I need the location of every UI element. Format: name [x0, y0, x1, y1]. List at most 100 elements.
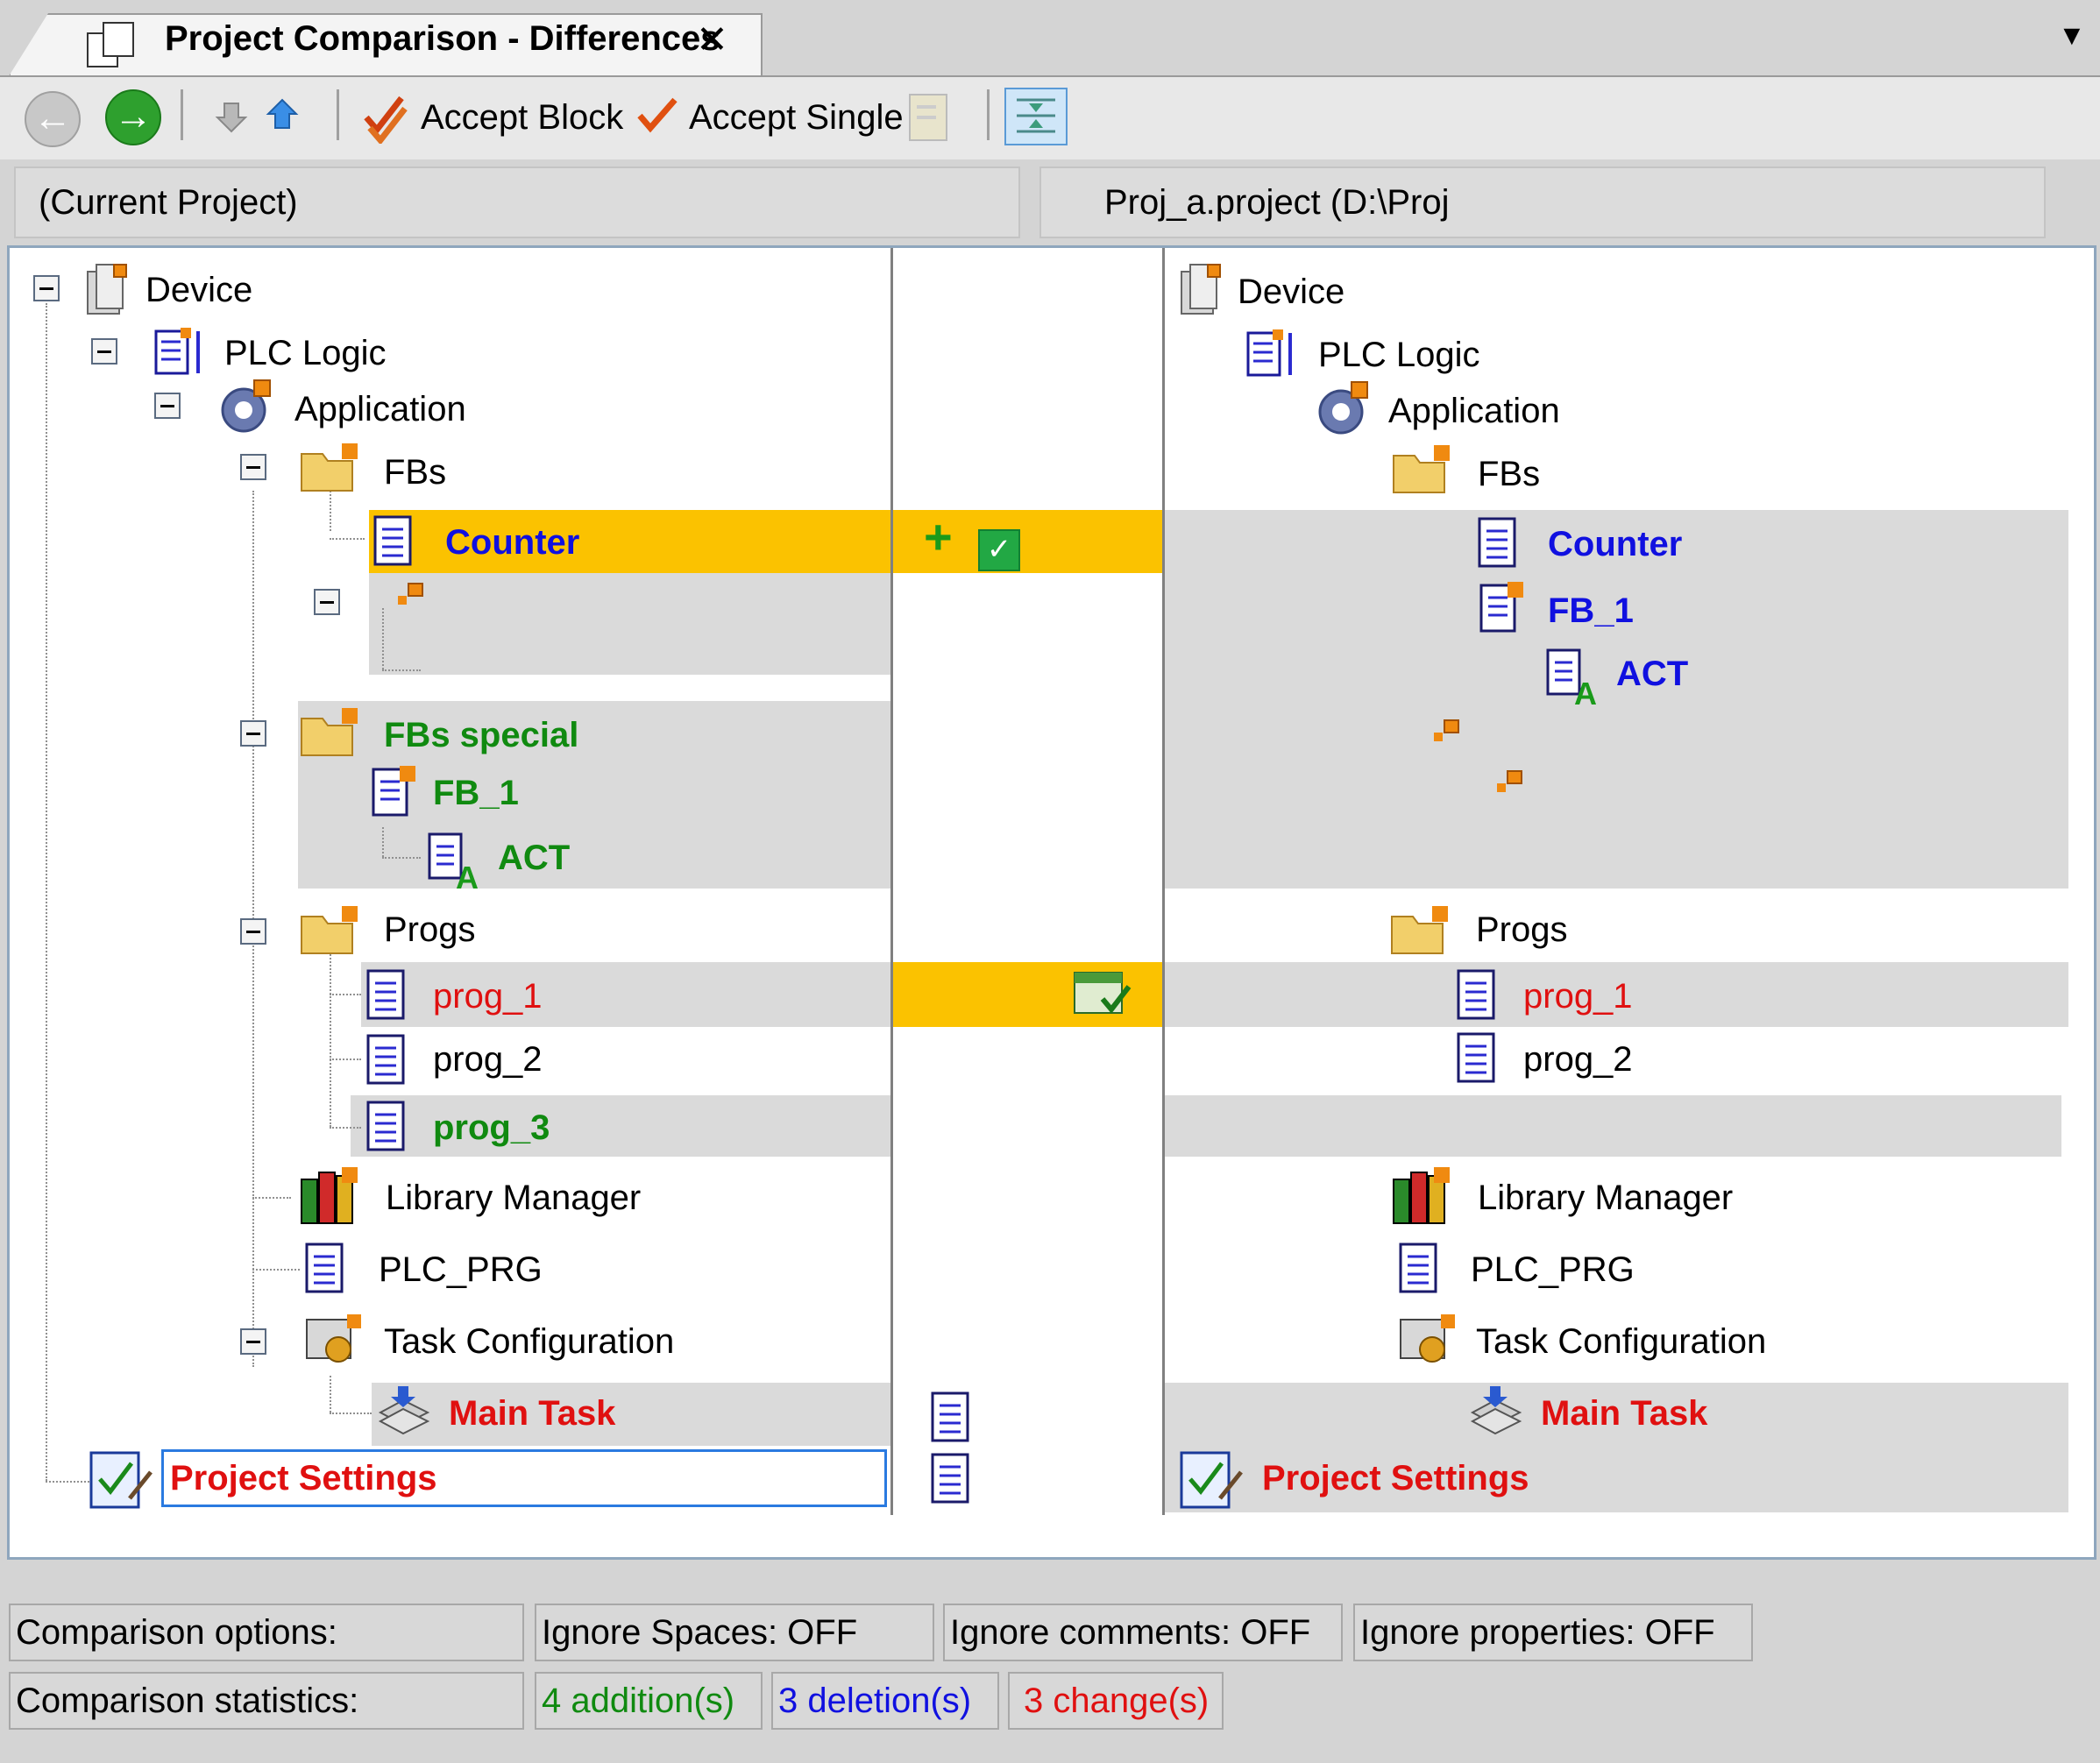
right-tree-item-progs[interactable]: Progs	[1476, 910, 1568, 949]
collapse-toggle[interactable]	[240, 918, 266, 945]
task-configuration-icon	[1400, 1314, 1455, 1363]
tree-item-prog-2[interactable]: prog_2	[433, 1040, 543, 1079]
program-document-icon	[366, 969, 405, 1020]
right-tree-item-application[interactable]: Application	[1388, 392, 1560, 430]
accept-block-icon[interactable]	[363, 91, 412, 144]
diff-document-icon[interactable]	[929, 1451, 975, 1505]
program-document-icon	[366, 1101, 405, 1151]
tree-item-task-configuration[interactable]: Task Configuration	[384, 1322, 675, 1361]
middle-right-divider	[1162, 248, 1165, 1515]
tab-title: Project Comparison - Differences	[165, 19, 720, 58]
unify-icon[interactable]	[906, 91, 962, 144]
tree-item-prog-3[interactable]: prog_3	[433, 1108, 550, 1147]
pou-document-icon	[1478, 517, 1516, 568]
collapse-toggle[interactable]	[240, 720, 266, 747]
tree-connector	[252, 1197, 291, 1199]
tree-item-fb-1[interactable]: FB_1	[433, 774, 519, 812]
collapse-toggle[interactable]	[240, 454, 266, 480]
right-tree-item-prog-2[interactable]: prog_2	[1523, 1040, 1633, 1079]
prev-diff-icon[interactable]	[265, 96, 300, 131]
application-gear-icon	[221, 379, 271, 433]
right-tree-item-counter[interactable]: Counter	[1548, 525, 1683, 563]
placeholder-node-icon	[1434, 719, 1459, 741]
tree-item-project-settings[interactable]: Project Settings	[170, 1459, 437, 1497]
library-books-icon	[1393, 1167, 1450, 1224]
ignore-comments-option[interactable]: Ignore comments: OFF	[943, 1604, 1343, 1661]
plc-logic-icon	[154, 328, 200, 375]
tree-item-progs[interactable]: Progs	[384, 910, 476, 949]
right-tree-item-act[interactable]: ACT	[1616, 655, 1689, 693]
diff-document-icon[interactable]	[929, 1390, 975, 1444]
accept-checkbox[interactable]: ✓	[978, 529, 1020, 571]
back-icon[interactable]: ←	[25, 91, 81, 147]
right-tree-item-library-manager[interactable]: Library Manager	[1478, 1179, 1734, 1217]
right-tree-item-main-task[interactable]: Main Task	[1541, 1394, 1708, 1433]
tree-item-plc-logic[interactable]: PLC Logic	[224, 334, 387, 372]
accept-block-button[interactable]: Accept Block	[421, 98, 624, 137]
tree-connector	[382, 857, 421, 859]
program-document-icon	[366, 1034, 405, 1085]
function-block-icon	[1479, 582, 1523, 633]
sync-icon[interactable]	[1004, 88, 1068, 145]
tree-item-act[interactable]: ACT	[498, 839, 571, 877]
right-tree-item-project-settings[interactable]: Project Settings	[1262, 1459, 1529, 1497]
forward-icon[interactable]: →	[105, 89, 161, 145]
project-settings-icon	[1180, 1451, 1243, 1509]
tab-project-comparison[interactable]	[9, 13, 763, 76]
right-tree-item-plc-logic[interactable]: PLC Logic	[1318, 336, 1480, 374]
tree-connector	[330, 1127, 361, 1129]
svg-text:A: A	[1574, 676, 1597, 708]
chevron-down-icon[interactable]: ▼	[2058, 19, 2086, 51]
right-tree-item-device[interactable]: Device	[1238, 273, 1345, 311]
collapse-toggle[interactable]	[240, 1328, 266, 1355]
toolbar-separator	[181, 89, 183, 140]
tree-item-plc-prg[interactable]: PLC_PRG	[379, 1250, 543, 1289]
tree-item-application[interactable]: Application	[294, 390, 466, 428]
accept-single-icon[interactable]	[636, 95, 678, 135]
right-tree-item-prog-1[interactable]: prog_1	[1523, 977, 1633, 1016]
tree-item-prog-1[interactable]: prog_1	[433, 977, 543, 1016]
selected-row-band	[892, 510, 1164, 573]
tree-item-device[interactable]: Device	[145, 271, 253, 309]
tree-item-fbs-special[interactable]: FBs special	[384, 716, 579, 754]
task-icon	[378, 1386, 430, 1435]
accept-single-button[interactable]: Accept Single	[689, 98, 904, 137]
collapse-toggle[interactable]	[91, 338, 117, 365]
ignore-properties-option[interactable]: Ignore properties: OFF	[1353, 1604, 1753, 1661]
program-document-icon	[1399, 1243, 1437, 1293]
diff-row-band	[372, 1383, 892, 1446]
tree-connector	[330, 994, 361, 995]
tree-item-fbs[interactable]: FBs	[384, 453, 447, 492]
tree-item-main-task[interactable]: Main Task	[449, 1394, 616, 1433]
next-diff-icon[interactable]	[214, 100, 249, 135]
deletions-count: 3 deletion(s)	[771, 1672, 999, 1730]
tree-item-counter[interactable]: Counter	[445, 523, 580, 562]
diff-row-band	[369, 573, 892, 675]
collapse-toggle[interactable]	[33, 275, 60, 301]
close-icon[interactable]: ✕	[696, 18, 728, 61]
right-tree-item-fb-1[interactable]: FB_1	[1548, 591, 1634, 630]
tree-connector	[252, 1269, 300, 1271]
right-tree-item-fbs[interactable]: FBs	[1478, 455, 1541, 493]
library-books-icon	[301, 1167, 358, 1224]
comparison-panel	[7, 245, 2096, 1560]
action-icon: A	[428, 832, 479, 892]
placeholder-node-icon	[398, 583, 423, 605]
right-project-path: Proj_a.project (D:\Proj	[1039, 166, 2046, 238]
tree-item-library-manager[interactable]: Library Manager	[386, 1179, 642, 1217]
task-configuration-icon	[306, 1314, 361, 1363]
collapse-toggle[interactable]	[314, 589, 340, 615]
action-icon: A	[1546, 648, 1597, 708]
ignore-spaces-option[interactable]: Ignore Spaces: OFF	[535, 1604, 934, 1661]
change-accepted-icon[interactable]	[1071, 967, 1134, 1020]
diff-row-band	[1164, 1095, 2061, 1157]
focused-row-outline[interactable]	[161, 1449, 887, 1507]
diff-row-band	[351, 1095, 892, 1157]
folder-icon	[1391, 906, 1448, 954]
right-tree-item-plc-prg[interactable]: PLC_PRG	[1471, 1250, 1635, 1289]
tree-connector	[330, 538, 365, 540]
collapse-toggle[interactable]	[154, 393, 181, 419]
right-tree-item-task-configuration[interactable]: Task Configuration	[1476, 1322, 1767, 1361]
project-settings-icon	[89, 1451, 153, 1509]
toolbar-separator	[987, 89, 990, 140]
